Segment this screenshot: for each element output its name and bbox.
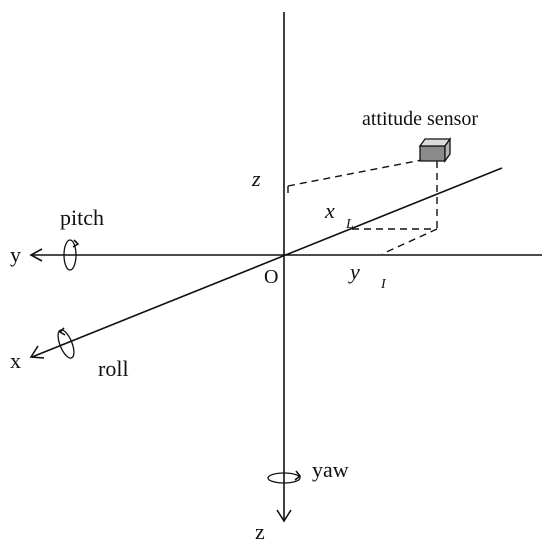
pitch-rotation-icon: [63, 239, 80, 271]
attitude-sensor-cube-icon: [418, 136, 452, 164]
x-projection-label: x: [324, 198, 335, 223]
y-projection-subscript: I: [380, 277, 387, 292]
y-projection-dash: [381, 228, 438, 255]
x-axis-label: x: [10, 348, 21, 373]
x-axis-arrowhead: [29, 345, 45, 359]
yaw-rotation-icon: [267, 470, 302, 484]
x-axis-line: [31, 167, 503, 358]
y-axis-label: y: [10, 242, 21, 267]
roll-label: roll: [98, 356, 129, 381]
y-projection-label: y: [348, 259, 360, 284]
z-axis-arrowhead: [276, 509, 292, 523]
y-axis-arrowhead: [29, 248, 43, 262]
z-projection-dash: [287, 157, 433, 187]
yaw-label: yaw: [312, 457, 349, 482]
sensor-label: attitude sensor: [362, 108, 478, 130]
z-axis-label: z: [255, 519, 265, 544]
roll-rotation-icon: [57, 327, 75, 359]
x-projection-subscript: L: [345, 217, 354, 232]
pitch-label: pitch: [60, 205, 104, 230]
origin-label: O: [264, 266, 278, 288]
z-projection-label: z: [251, 166, 261, 191]
